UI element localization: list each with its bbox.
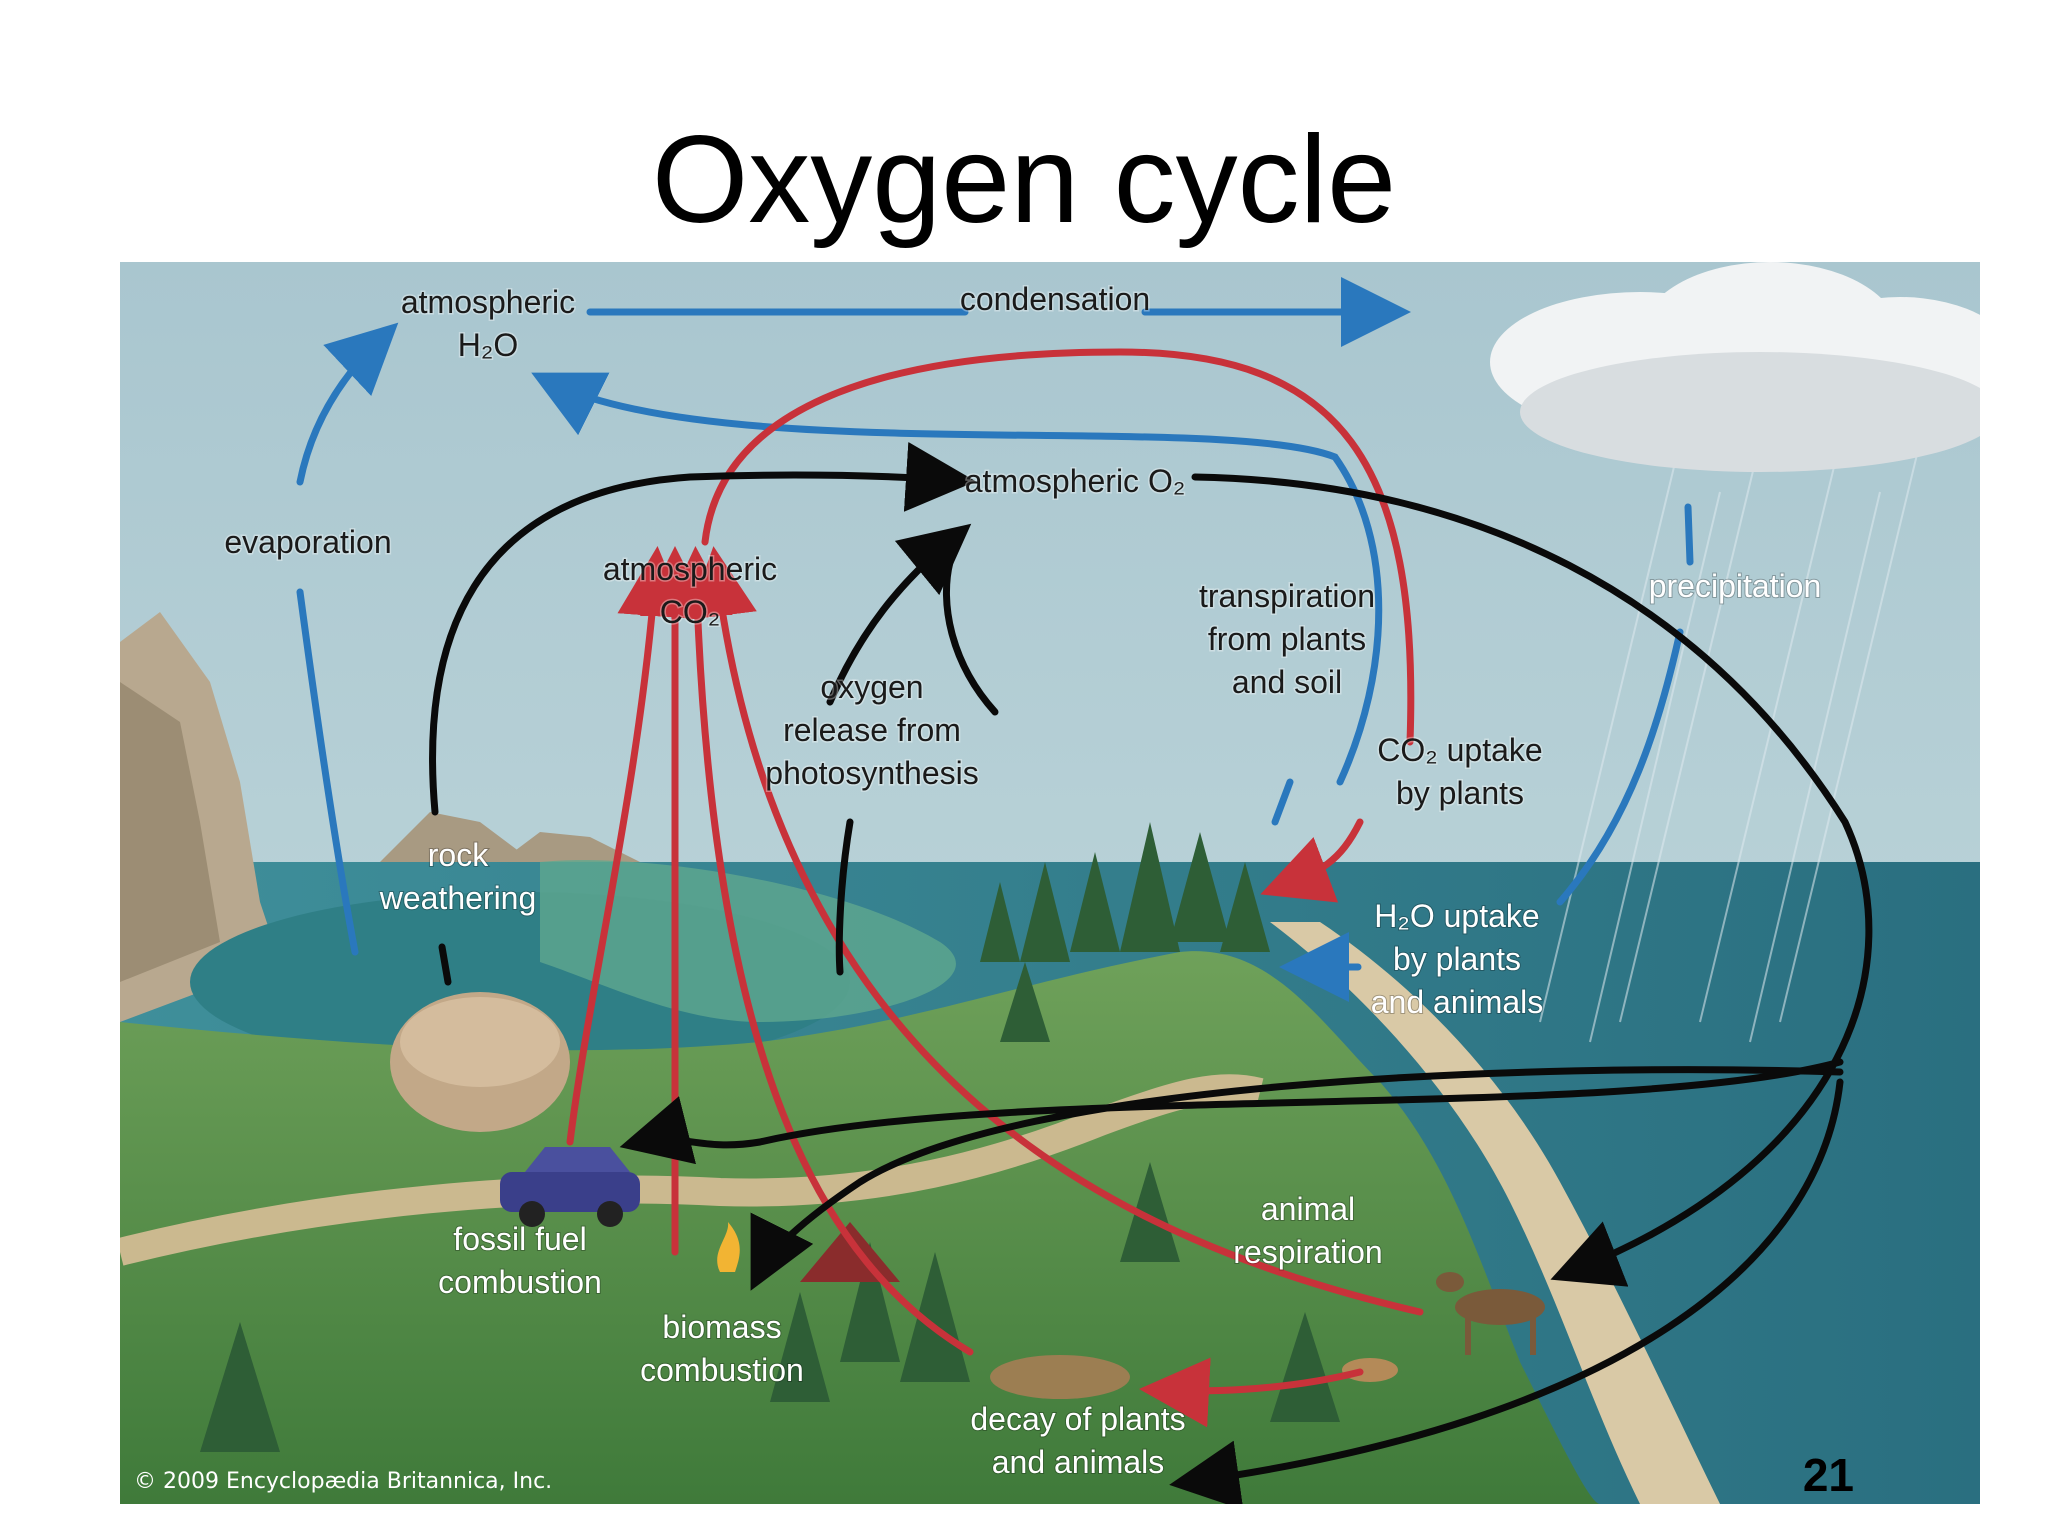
svg-text:H₂O: H₂O xyxy=(458,327,518,363)
label-co2-uptake: CO₂ uptake by plants xyxy=(1376,731,1544,813)
o2-consumption-arrow xyxy=(1191,473,1873,1287)
carbon-arrows xyxy=(566,348,1424,1428)
rock-weathering-arrow xyxy=(429,441,976,816)
label-animal-respiration: animal respiration xyxy=(1232,1190,1383,1271)
rain-cloud xyxy=(1490,262,1980,472)
svg-text:release from: release from xyxy=(783,712,961,748)
label-transpiration: transpiration from plants and soil xyxy=(1197,577,1376,702)
evaporation-arrow-lower xyxy=(296,588,359,956)
svg-text:biomass: biomass xyxy=(662,1309,781,1345)
fossil-fuel-co2-arrow xyxy=(566,546,688,1146)
rock-weathering-stub xyxy=(438,943,452,986)
co2-uptake-arrow xyxy=(1260,818,1364,903)
svg-text:H₂O uptake: H₂O uptake xyxy=(1374,898,1539,934)
svg-text:atmospheric: atmospheric xyxy=(401,284,575,320)
respiration-co2-arrow xyxy=(687,546,1424,1316)
label-atmospheric-co2: atmospheric CO₂ xyxy=(601,550,778,632)
svg-text:oxygen: oxygen xyxy=(820,669,923,705)
o2-to-decay xyxy=(1169,1078,1844,1504)
svg-text:from plants: from plants xyxy=(1208,621,1366,657)
slide-title: Oxygen cycle xyxy=(651,111,1397,249)
svg-text:combustion: combustion xyxy=(438,1264,602,1300)
label-atmospheric-h2o: atmospheric H₂O xyxy=(399,283,576,365)
svg-text:combustion: combustion xyxy=(640,1352,804,1388)
svg-text:by plants: by plants xyxy=(1396,775,1524,811)
animal-decay-arrow xyxy=(1139,1357,1364,1428)
svg-text:fossil fuel: fossil fuel xyxy=(453,1221,586,1257)
water-cycle-arrows xyxy=(296,312,1694,1002)
svg-text:and animals: and animals xyxy=(992,1444,1165,1480)
svg-text:atmospheric: atmospheric xyxy=(603,551,777,587)
svg-text:transpiration: transpiration xyxy=(1199,578,1375,614)
precipitation-arrow-upper xyxy=(1684,503,1694,566)
label-atmospheric-o2: atmospheric O₂ xyxy=(965,463,1186,499)
label-fossil-fuel-combustion: fossil fuel combustion xyxy=(437,1220,603,1301)
label-rock-weathering: rock weathering xyxy=(378,836,538,917)
o2-to-biomass xyxy=(750,1066,1844,1291)
label-h2o-uptake: H₂O uptake by plants and animals xyxy=(1370,897,1545,1021)
svg-text:CO₂: CO₂ xyxy=(660,594,720,630)
label-decay: decay of plants and animals xyxy=(969,1400,1186,1481)
oxygen-arrows xyxy=(429,441,1873,1504)
label-evaporation: evaporation xyxy=(224,524,391,560)
label-condensation: condensation xyxy=(960,281,1150,317)
co2-uptake-big-arrow xyxy=(701,348,1415,746)
svg-text:rock: rock xyxy=(428,837,489,873)
svg-text:and animals: and animals xyxy=(1371,984,1544,1020)
svg-text:by plants: by plants xyxy=(1393,941,1521,977)
label-biomass-combustion: biomass combustion xyxy=(639,1308,805,1389)
svg-text:decay of plants: decay of plants xyxy=(970,1401,1185,1437)
precipitation-arrow-lower xyxy=(1556,628,1684,906)
svg-text:respiration: respiration xyxy=(1233,1234,1382,1270)
svg-text:photosynthesis: photosynthesis xyxy=(765,755,978,791)
label-precipitation: precipitation xyxy=(1649,568,1822,604)
photosynthesis-arrow-a xyxy=(826,523,972,706)
svg-text:animal: animal xyxy=(1261,1191,1355,1227)
photosynthesis-arrow-b xyxy=(942,558,999,716)
photosynthesis-stub xyxy=(835,818,854,976)
label-oxygen-release: oxygen release from photosynthesis xyxy=(764,668,980,793)
svg-text:and soil: and soil xyxy=(1232,664,1342,700)
evaporation-arrow-upper xyxy=(296,322,399,486)
svg-text:weathering: weathering xyxy=(379,880,537,916)
transpiration-arrow xyxy=(531,372,1383,786)
transpiration-arrow-lower xyxy=(1271,778,1294,826)
car-icon xyxy=(500,1147,640,1227)
o2-to-fossil-fuel xyxy=(619,1058,1844,1165)
oxygen-cycle-diagram: atmospheric H₂O condensation atmospheric… xyxy=(120,262,1980,1504)
svg-text:CO₂ uptake: CO₂ uptake xyxy=(1377,732,1542,768)
decay-co2-arrow xyxy=(662,546,974,1356)
page-number: 21 xyxy=(1802,1449,1854,1501)
copyright-notice: © 2009 Encyclopædia Britannica, Inc. xyxy=(134,1469,552,1494)
